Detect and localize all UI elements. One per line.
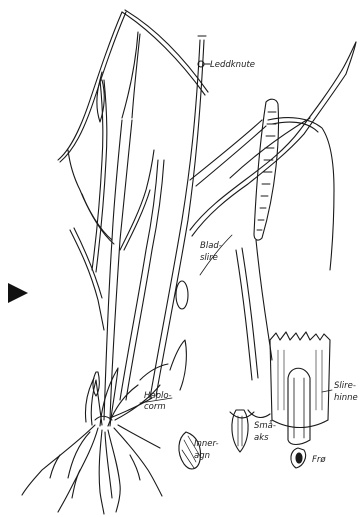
label-haplocorm-2: corm (144, 402, 166, 412)
label-bladslire-2: slire (200, 253, 218, 263)
label-fro: Frø (312, 455, 326, 465)
label-innerage-2: agn (194, 451, 210, 461)
label-haplocorm-1: Haplo- (144, 391, 172, 401)
label-leddknute: Leddknute (210, 60, 255, 70)
label-smaaks-2: aks (254, 433, 269, 443)
label-smaaks-1: Små- (254, 420, 276, 431)
label-slirehinne-2: hinne (334, 393, 358, 403)
label-bladslire-1: Blad- (200, 241, 222, 251)
label-slirehinne-1: Slire- (334, 381, 356, 391)
label-innerage-1: Inner- (194, 439, 219, 449)
